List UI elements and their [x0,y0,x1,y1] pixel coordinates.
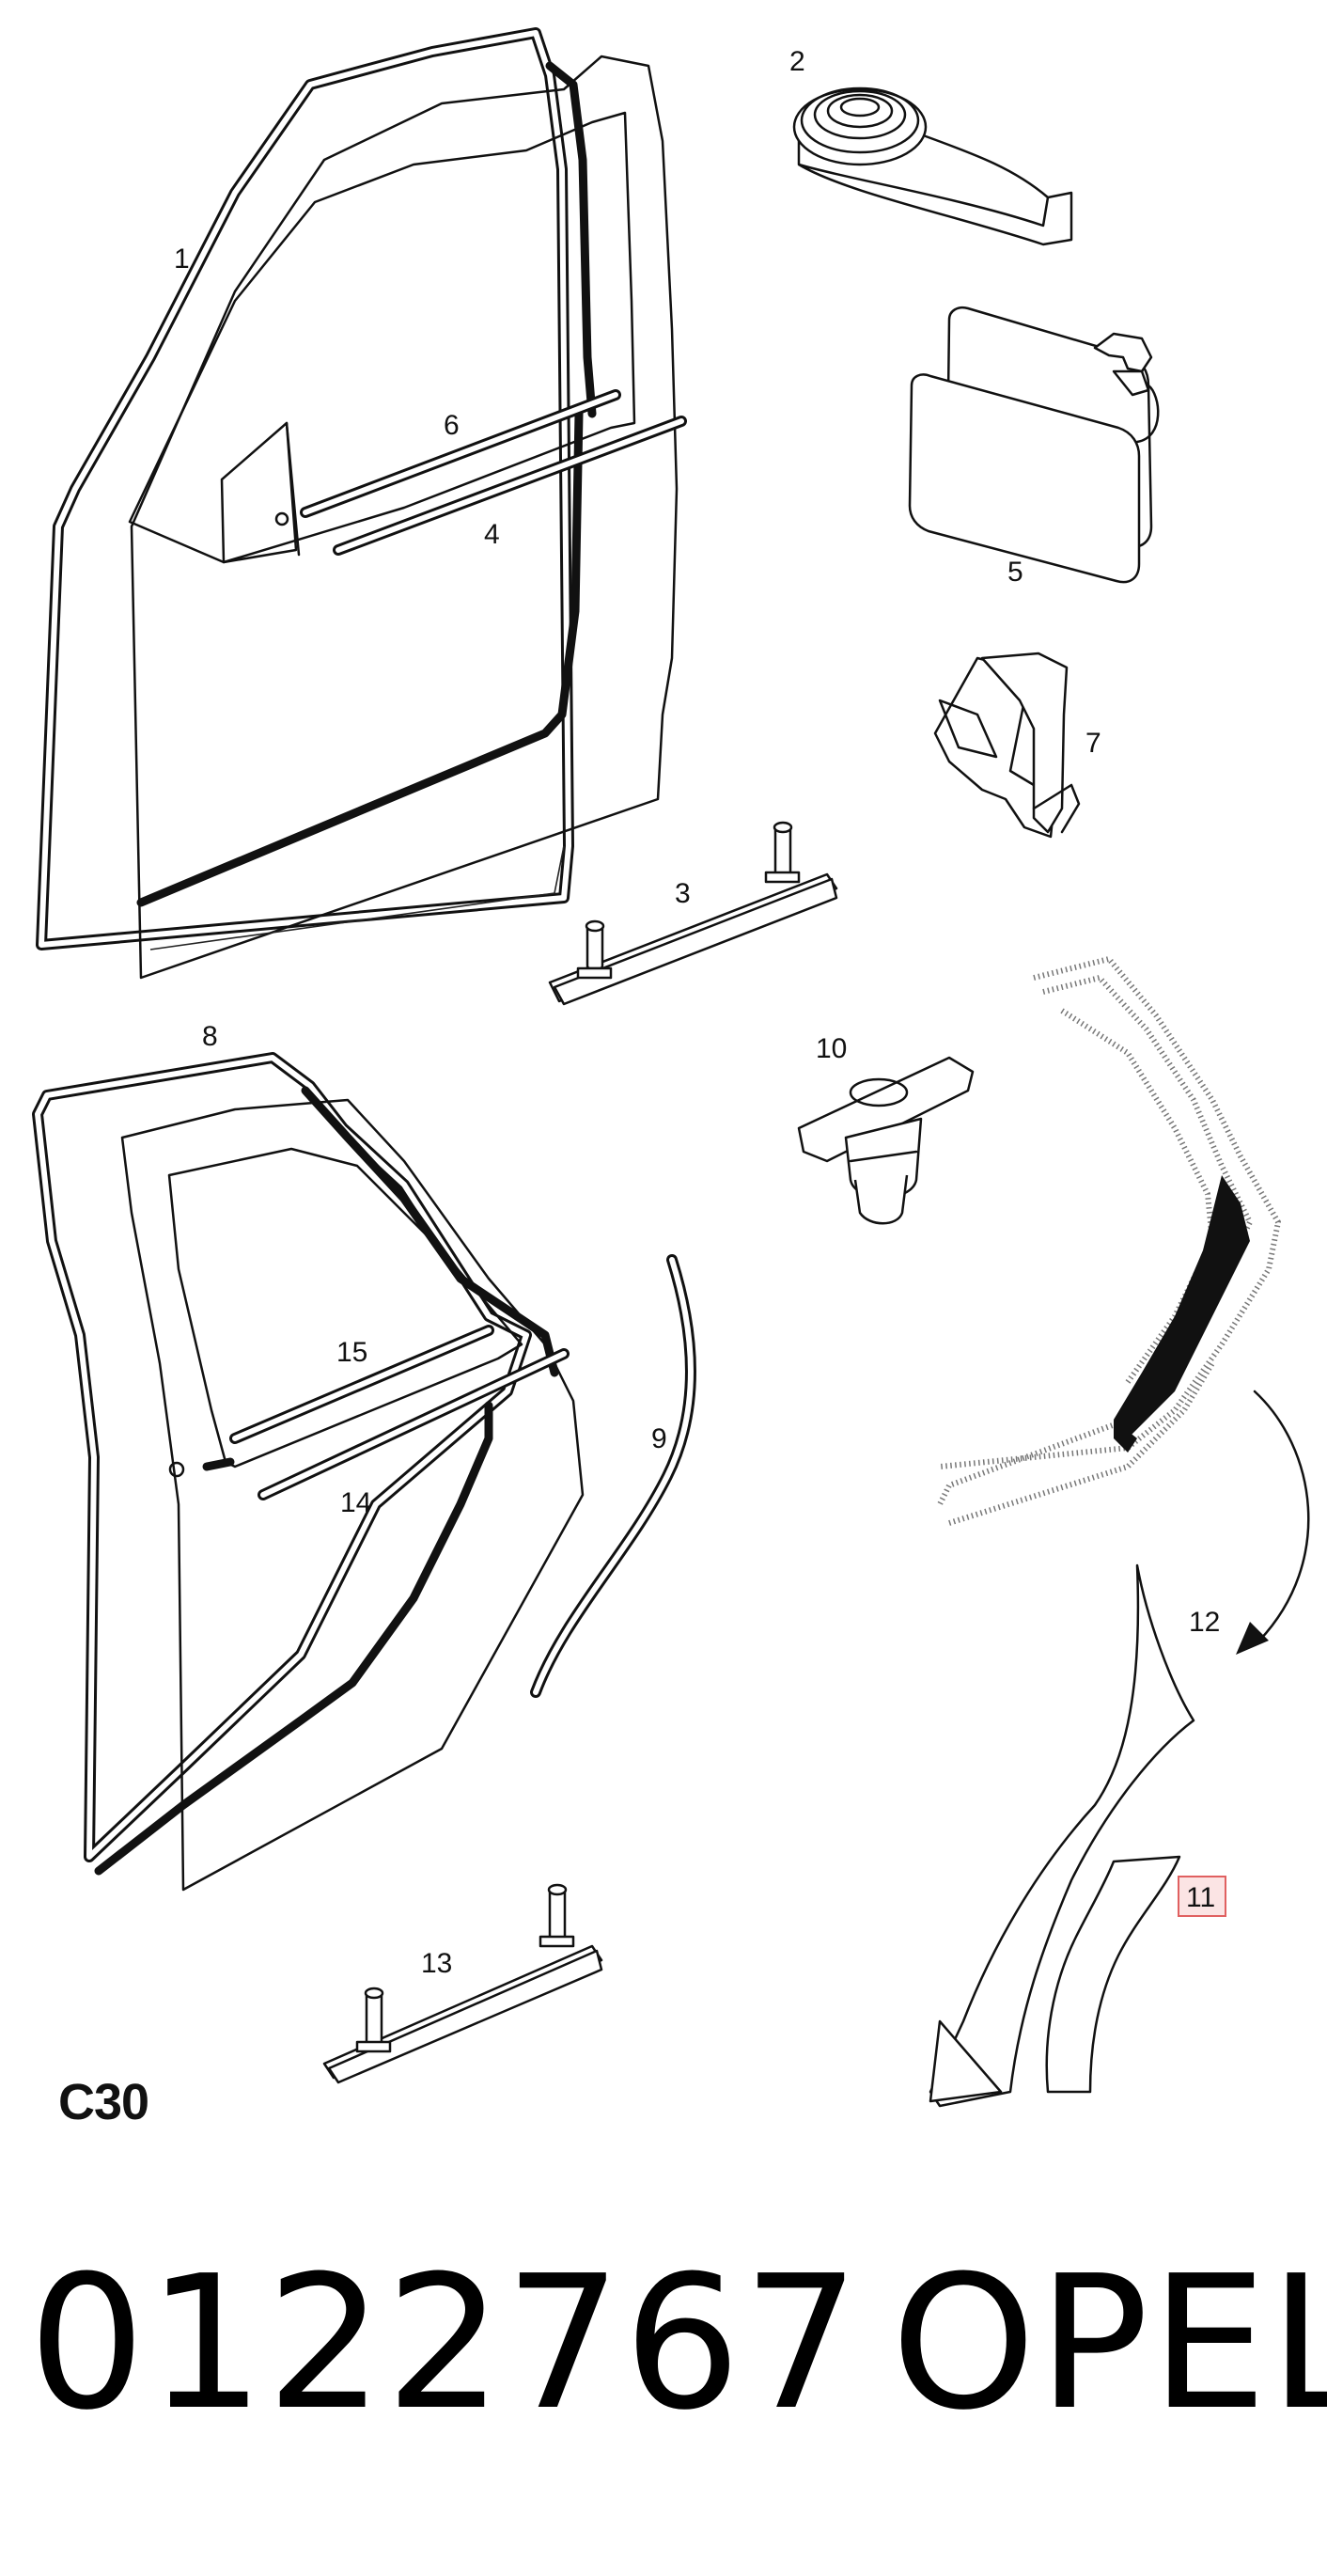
trim-11 [1045,1855,1181,2094]
callout-8: 8 [202,1021,218,1052]
brand-name: OPEL [891,2237,1327,2451]
stud-plate-3 [548,821,838,1006]
callout-11-highlight [1178,1876,1226,1917]
front-belt-moulding-6 [300,389,621,518]
callout-11: 11 [1186,1882,1215,1913]
callout-10: 10 [816,1033,847,1064]
body-pillar-section [937,956,1281,1526]
callout-13: 13 [421,1948,452,1979]
rear-pillar-seal-9 [530,1254,696,1698]
callout-1: 1 [174,243,190,275]
part-number: 0122767 [28,2237,862,2451]
callout-3: 3 [675,878,691,909]
front-door-window-seal [136,61,597,950]
curved-arrow [1236,1390,1310,1655]
callout-9: 9 [651,1423,667,1454]
rear-belt-moulding-14 [258,1348,570,1500]
rear-door-panel [120,1098,585,1892]
rear-belt-moulding-15 [229,1325,494,1444]
pad-5 [908,306,1160,584]
callout-12: 12 [1189,1607,1220,1638]
trim-12 [929,1563,1195,2108]
callout-2: 2 [789,46,805,77]
corner-piece [929,2019,1003,2103]
callout-14: 14 [340,1487,371,1518]
callout-15: 15 [336,1337,367,1368]
rear-door-window-seal [94,1086,559,1876]
stud-plate-13 [322,1883,603,2084]
callout-6: 6 [444,410,460,441]
parts-diagram: 1 2 3 4 5 6 7 8 9 10 11 12 13 14 15 [32,27,1310,2108]
front-belt-moulding-4 [333,416,687,556]
push-clip-10 [797,1056,975,1225]
section-code: C30 [58,2074,149,2130]
front-door-vent-window [220,421,301,564]
front-door-panel [128,55,679,980]
front-door-seal-1 [36,27,574,950]
callout-5: 5 [1007,557,1023,588]
tape-roll-2 [792,86,1073,246]
clip-7 [933,652,1081,839]
callout-4: 4 [484,519,500,550]
callout-7: 7 [1085,728,1101,759]
rear-door-pin [168,1461,185,1478]
